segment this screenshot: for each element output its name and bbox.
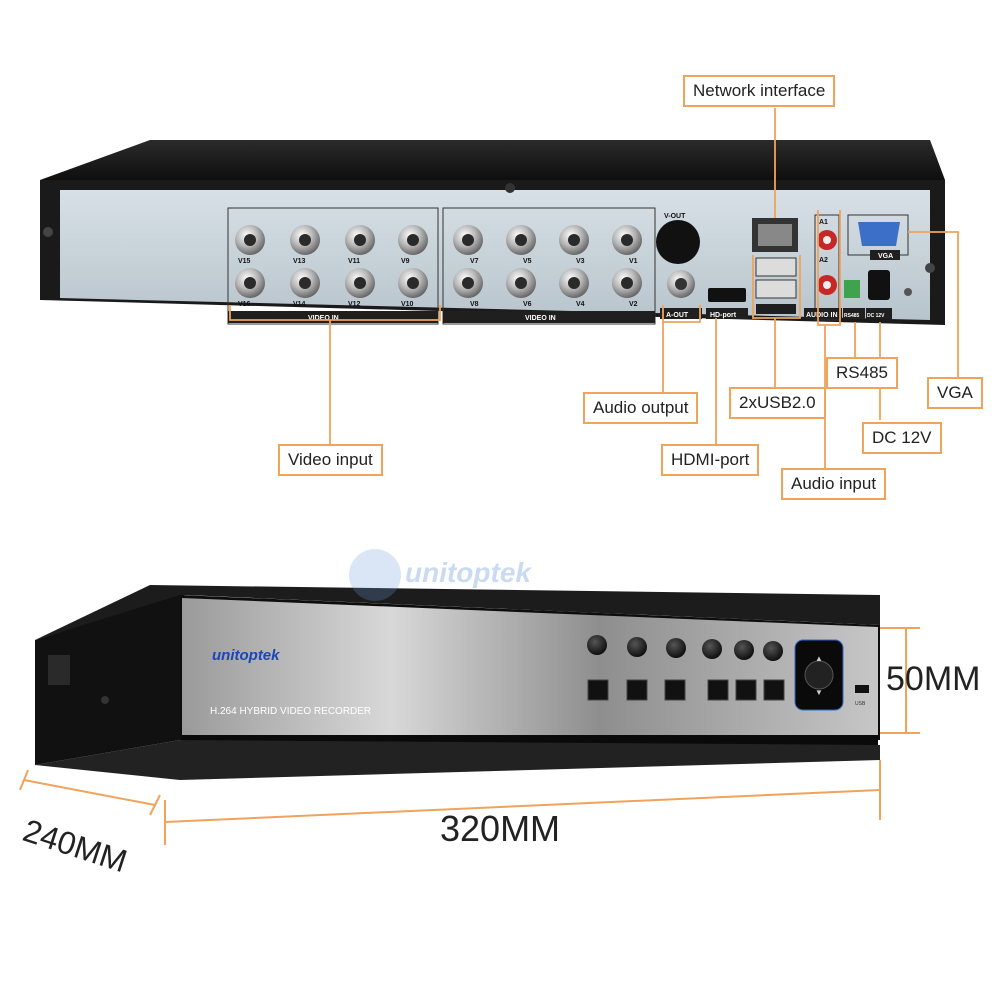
callout-dc12v: DC 12V	[862, 422, 942, 454]
bnc-channel-label: V6	[523, 301, 532, 308]
a1-label: A1	[819, 219, 828, 226]
front-square-button[interactable]	[587, 679, 609, 701]
front-square-button[interactable]	[626, 679, 648, 701]
front-round-button[interactable]	[627, 637, 647, 657]
usb-front-label: USB	[855, 701, 866, 707]
bnc-channel-label: V15	[238, 258, 251, 265]
dimension-height: 50MM	[886, 660, 981, 698]
screw-icon	[43, 227, 53, 237]
chevron-up-icon: ▲	[815, 654, 823, 663]
front-unit: unitoptek H.264 HYBRID VIDEO RECORDER un…	[35, 549, 880, 780]
hd-port-label: HD-port	[710, 312, 737, 319]
bnc-channel-label: V11	[348, 258, 360, 265]
bnc-channel-label: V12	[348, 301, 361, 308]
usb-port-front	[855, 685, 869, 693]
bnc-channel-label: V16	[238, 301, 251, 308]
bnc-center	[462, 277, 474, 289]
fan-vent	[48, 655, 70, 685]
bnc-center	[407, 234, 419, 246]
vga-panel-label: VGA	[878, 253, 893, 260]
callout-usb: 2xUSB2.0	[729, 387, 826, 419]
bnc-center	[244, 277, 256, 289]
rs485-panel-label: RS485	[844, 313, 860, 319]
front-round-button[interactable]	[587, 635, 607, 655]
front-square-button[interactable]	[735, 679, 757, 701]
bnc-channel-label: V4	[576, 301, 585, 308]
hdmi-port	[708, 288, 746, 302]
bnc-center	[354, 234, 366, 246]
front-round-button[interactable]	[666, 638, 686, 658]
dimension-width: 320MM	[440, 808, 561, 849]
bnc-center	[621, 277, 633, 289]
front-round-button[interactable]	[734, 640, 754, 660]
audio-in-label: AUDIO IN	[806, 312, 838, 319]
bnc-channel-label: V9	[401, 258, 410, 265]
bnc-center	[407, 277, 419, 289]
v-out-knob	[656, 220, 700, 264]
front-round-button[interactable]	[763, 641, 783, 661]
bnc-center	[354, 277, 366, 289]
callout-vga: VGA	[927, 377, 983, 409]
bnc-channel-label: V5	[523, 258, 532, 265]
bnc-center	[299, 234, 311, 246]
rear-unit: VIDEO IN VIDEO IN V15 V13 V11 V9 V7 V5 V3 V1V16…	[40, 140, 945, 325]
brand-logo: unitoptek	[212, 647, 280, 664]
front-square-button[interactable]	[707, 679, 729, 701]
bnc-center	[462, 234, 474, 246]
callout-lines	[229, 108, 959, 470]
bnc-center	[244, 234, 256, 246]
dc-jack	[868, 270, 890, 300]
video-in-right-label: VIDEO IN	[525, 315, 556, 322]
bnc-channel-label: V13	[293, 258, 306, 265]
bnc-channel-label: V2	[629, 301, 638, 308]
bnc-center	[299, 277, 311, 289]
bnc-center	[515, 277, 527, 289]
callout-rs485: RS485	[826, 357, 898, 389]
ground-icon	[904, 288, 912, 296]
callout-network-interface: Network interface	[683, 75, 836, 107]
bnc-channel-label: V7	[470, 258, 479, 265]
bnc-channel-label: V8	[470, 301, 479, 308]
video-in-left-label: VIDEO IN	[308, 315, 339, 322]
front-round-button[interactable]	[702, 639, 722, 659]
bnc-center	[568, 277, 580, 289]
bnc-channel-label: V14	[293, 301, 306, 308]
watermark: unitoptek	[405, 557, 532, 588]
a-out-label: A-OUT	[666, 312, 689, 319]
front-square-button[interactable]	[763, 679, 785, 701]
model-text: H.264 HYBRID VIDEO RECORDER	[210, 706, 371, 717]
front-buttons	[587, 635, 785, 701]
front-panel	[182, 598, 878, 735]
front-square-button[interactable]	[664, 679, 686, 701]
chevron-down-icon: ▼	[815, 688, 823, 697]
callout-hdmi-port: HDMI-port	[661, 444, 760, 476]
dc12v-panel-label: DC 12V	[867, 313, 885, 319]
bnc-channel-label: V10	[401, 301, 414, 308]
bnc-center	[568, 234, 580, 246]
rs485-terminal	[844, 280, 860, 298]
vga-port	[858, 222, 900, 246]
callout-audio-input: Audio input	[781, 468, 887, 500]
screw-icon	[925, 263, 935, 273]
bnc-center	[515, 234, 527, 246]
callout-video-input: Video input	[278, 444, 383, 476]
watermark-logo-icon	[349, 549, 401, 601]
a2-label: A2	[819, 257, 828, 264]
bnc-channel-label: V3	[576, 258, 585, 265]
usb-symbol	[756, 304, 796, 314]
bnc-channel-label: V1	[629, 258, 638, 265]
bnc-center	[621, 234, 633, 246]
callout-audio-output: Audio output	[583, 392, 699, 424]
v-out-label: V-OUT	[664, 213, 686, 220]
dimension-lines	[19, 627, 920, 845]
